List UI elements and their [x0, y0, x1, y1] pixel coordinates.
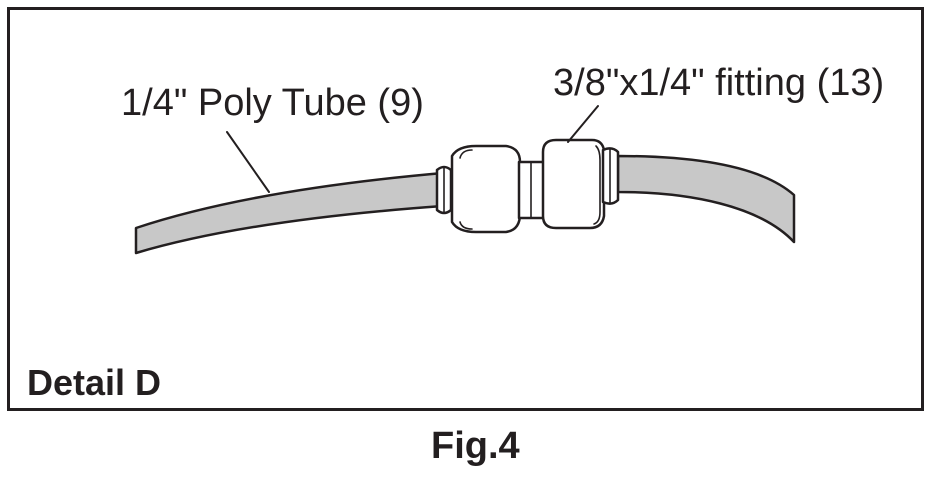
fitting-callout-label: 3/8"x1/4" fitting (13) [553, 62, 885, 104]
left-poly-tube [134, 171, 445, 255]
detail-label: Detail D [27, 362, 162, 403]
right-fitting-body [541, 138, 606, 230]
left-fitting-shade [459, 149, 473, 230]
fitting-leader-line [567, 105, 599, 143]
tube-callout-label: 1/4" Poly Tube (9) [121, 82, 424, 124]
left-fitting-body [450, 144, 522, 234]
figure-caption: Fig.4 [431, 425, 520, 467]
detail-frame [7, 7, 924, 411]
right-poly-tube [616, 154, 796, 244]
right-fitting-shade [593, 145, 601, 225]
tube-leader-line [226, 131, 270, 193]
